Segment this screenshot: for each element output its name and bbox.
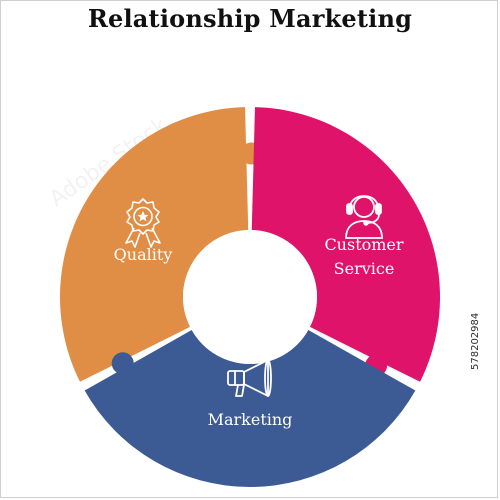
segment-label: Customer: [324, 235, 403, 254]
puzzle-tab: [111, 352, 134, 375]
segment-label: Marketing: [208, 410, 293, 429]
segment-label: Service: [334, 259, 395, 278]
stock-id-text: 578202984: [470, 312, 481, 370]
segment-quality: [60, 107, 249, 382]
segment-customer-service: [251, 107, 440, 382]
segment-marketing: [84, 329, 416, 488]
award-ribbon-icon: [125, 198, 161, 248]
megaphone-icon: [227, 359, 272, 397]
center-hole: [183, 230, 317, 364]
segment-label: Quality: [114, 245, 173, 264]
diagram-title: Relationship Marketing: [87, 4, 413, 33]
segment-icons: [125, 195, 383, 397]
cycle-segments: [60, 107, 440, 488]
customer-support-headset-icon: [345, 195, 383, 239]
